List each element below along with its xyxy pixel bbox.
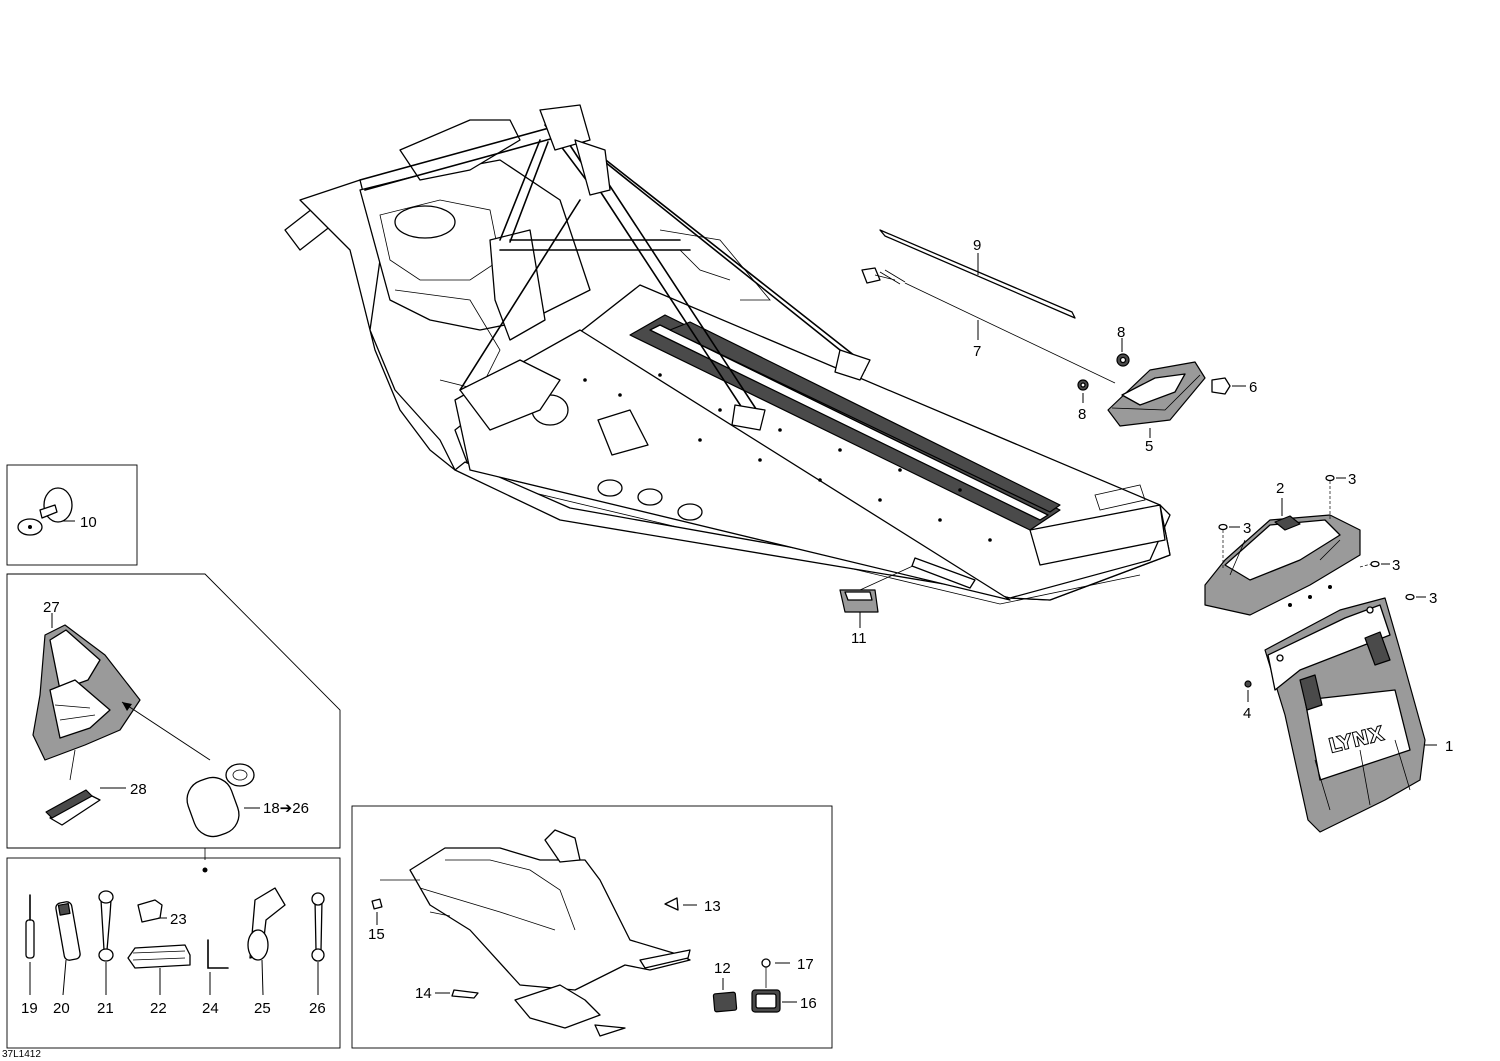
callout-11: 11: [851, 630, 867, 647]
callout-4: 4: [1243, 705, 1251, 722]
taillight-group: [861, 229, 1246, 438]
callout-1: 1: [1445, 738, 1453, 755]
callout-3: 3: [1392, 557, 1400, 574]
callout-12: 12: [714, 960, 731, 977]
box-part-10: [6, 464, 138, 566]
callout-28: 28: [130, 781, 147, 798]
callout-15: 15: [368, 926, 385, 943]
callout-8: 8: [1078, 406, 1086, 423]
callout-6: 6: [1249, 379, 1257, 396]
callout-7: 7: [973, 343, 981, 360]
callout-14: 14: [415, 985, 432, 1002]
callout-27: 27: [43, 599, 60, 616]
box-decals: [351, 805, 833, 1049]
callout-17: 17: [797, 956, 814, 973]
box-toolkit-case: [6, 573, 341, 873]
callout-24: 24: [202, 1000, 219, 1017]
callout-8: 8: [1117, 324, 1125, 341]
callout-18-to-26: 18➔26: [263, 800, 309, 817]
box-tools: [6, 857, 341, 1049]
callout-16: 16: [800, 995, 817, 1012]
callout-2: 2: [1276, 480, 1284, 497]
drawing-code: 37L1412: [2, 1049, 41, 1060]
frame-tunnel-assembly: [284, 104, 1171, 605]
callout-3: 3: [1243, 520, 1251, 537]
callout-3: 3: [1348, 471, 1356, 488]
callout-25: 25: [254, 1000, 271, 1017]
callout-23: 23: [170, 911, 187, 928]
callout-21: 21: [97, 1000, 114, 1017]
callout-26: 26: [309, 1000, 326, 1017]
callout-9: 9: [973, 237, 981, 254]
rear-bracket-group: [1204, 474, 1426, 616]
callout-19: 19: [21, 1000, 38, 1017]
callout-20: 20: [53, 1000, 70, 1017]
callout-3: 3: [1429, 590, 1437, 607]
callout-13: 13: [704, 898, 721, 915]
part-3-screws: [1218, 474, 1426, 601]
callout-5: 5: [1145, 438, 1153, 455]
callout-labels: 1 2 3 3 3 3 4 5 6 7 8 8 9 10 11 12 13 14…: [2, 237, 1453, 1060]
callout-10: 10: [80, 514, 97, 531]
callout-22: 22: [150, 1000, 167, 1017]
part-11-clip: [839, 557, 976, 628]
snow-flap-group: LYNX: [1244, 597, 1437, 833]
